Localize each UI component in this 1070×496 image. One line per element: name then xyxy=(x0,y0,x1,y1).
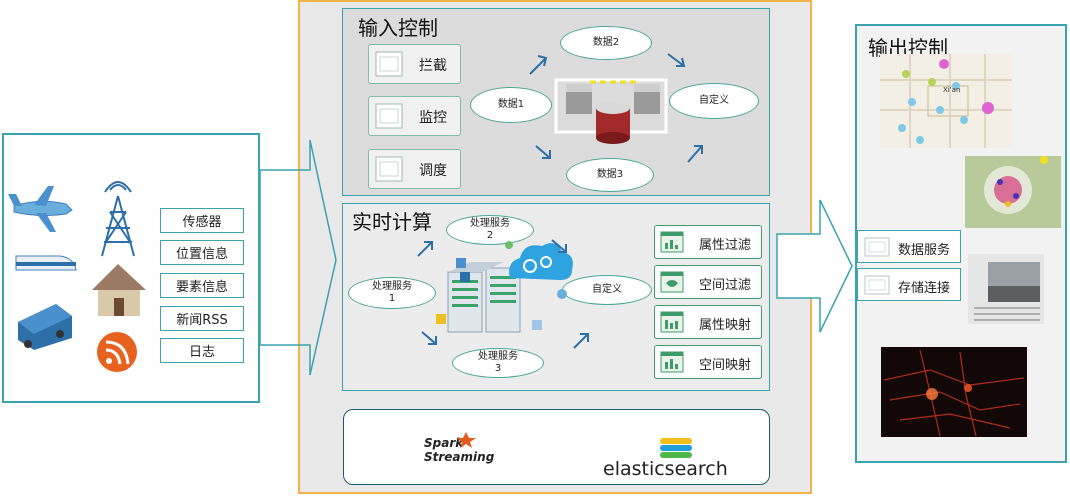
schedule-label: 调度 xyxy=(419,163,447,179)
monitor-button[interactable]: 监控 xyxy=(368,96,461,136)
source-location-button[interactable]: 位置信息 xyxy=(160,240,244,265)
spark-logo-text: Spark xyxy=(424,436,464,450)
server-cluster-icon xyxy=(554,78,668,144)
small-arrow-icons xyxy=(529,53,703,163)
realtime-compute-title: 实时计算 xyxy=(352,210,432,234)
window-icon xyxy=(375,103,403,129)
spatial-filter-button[interactable]: 空间过滤 xyxy=(654,265,762,299)
bar-chart-icon xyxy=(660,231,684,253)
output-flow-arrow-icon xyxy=(776,199,853,333)
bar-chart-icon xyxy=(660,311,684,333)
source-sensor-button[interactable]: 传感器 xyxy=(160,208,244,233)
spatial-mapping-button[interactable]: 空间映射 xyxy=(654,345,762,379)
radio-tower-icon xyxy=(101,181,135,257)
service2-node: 处理服务 2 xyxy=(446,215,534,245)
tech-stack-box xyxy=(343,409,770,485)
service3-node: 处理服务 3 xyxy=(452,348,544,378)
attribute-filter-button[interactable]: 属性过滤 xyxy=(654,225,762,259)
source-log-button[interactable]: 日志 xyxy=(160,338,244,363)
window-icon xyxy=(864,275,890,295)
window-icon xyxy=(864,237,890,257)
camera-feed-thumbnail xyxy=(968,254,1044,324)
window-icon xyxy=(375,156,403,182)
elasticsearch-logo-text: elasticsearch xyxy=(603,458,728,480)
service3-label: 处理服务 xyxy=(478,351,518,362)
elasticsearch-logo-icon xyxy=(660,438,692,458)
city-map-thumbnail xyxy=(880,54,1012,148)
monitor-label: 监控 xyxy=(419,110,447,126)
train-icon xyxy=(15,255,77,271)
source-feature-button[interactable]: 要素信息 xyxy=(160,273,244,298)
input-control-title: 输入控制 xyxy=(358,16,438,40)
service2-label: 处理服务 xyxy=(470,218,510,229)
storage-connection-button[interactable]: 存储连接 xyxy=(857,268,961,301)
custom-node-realtime: 自定义 xyxy=(562,275,652,305)
data3-node: 数据3 xyxy=(566,158,654,192)
map-city-label: Xi'an xyxy=(943,86,961,94)
small-arrow-icons-realtime xyxy=(417,239,589,349)
source-news-rss-button[interactable]: 新闻RSS xyxy=(160,306,244,331)
input-flow-arrow-icon xyxy=(259,139,337,376)
intercept-label: 拦截 xyxy=(419,58,447,74)
small-node-icons xyxy=(436,241,567,330)
night-heatmap-thumbnail xyxy=(881,347,1027,437)
data-service-button[interactable]: 数据服务 xyxy=(857,230,961,263)
house-icon xyxy=(92,264,146,316)
spark-streaming-logo: Spark Streaming xyxy=(424,436,494,464)
streaming-logo-text: Streaming xyxy=(424,450,495,464)
map-filter-icon xyxy=(660,271,684,293)
cluster-map-thumbnail xyxy=(965,156,1061,228)
custom-node-input: 自定义 xyxy=(669,83,759,119)
service1-number: 1 xyxy=(388,293,396,304)
service1-label: 处理服务 xyxy=(372,281,412,292)
service3-number: 3 xyxy=(494,363,502,374)
data2-node: 数据2 xyxy=(560,26,652,60)
data-service-label: 数据服务 xyxy=(898,243,951,258)
service2-number: 2 xyxy=(486,230,494,241)
spatial-filter-label: 空间过滤 xyxy=(699,278,752,293)
intercept-button[interactable]: 拦截 xyxy=(368,44,461,84)
attribute-mapping-button[interactable]: 属性映射 xyxy=(654,305,762,339)
cloud-gear-icon xyxy=(509,243,573,280)
bar-chart-icon xyxy=(660,351,684,373)
spark-star-icon xyxy=(456,432,476,448)
window-icon xyxy=(375,51,403,77)
spatial-mapping-label: 空间映射 xyxy=(699,358,752,373)
service1-node: 处理服务 1 xyxy=(348,277,436,309)
schedule-button[interactable]: 调度 xyxy=(368,149,461,189)
truck-icon xyxy=(18,304,72,350)
attribute-filter-label: 属性过滤 xyxy=(699,238,752,253)
attribute-mapping-label: 属性映射 xyxy=(699,318,752,333)
storage-connection-label: 存储连接 xyxy=(898,281,951,296)
airplane-icon xyxy=(8,186,73,232)
rss-icon xyxy=(97,332,137,372)
data1-node: 数据1 xyxy=(470,87,552,123)
